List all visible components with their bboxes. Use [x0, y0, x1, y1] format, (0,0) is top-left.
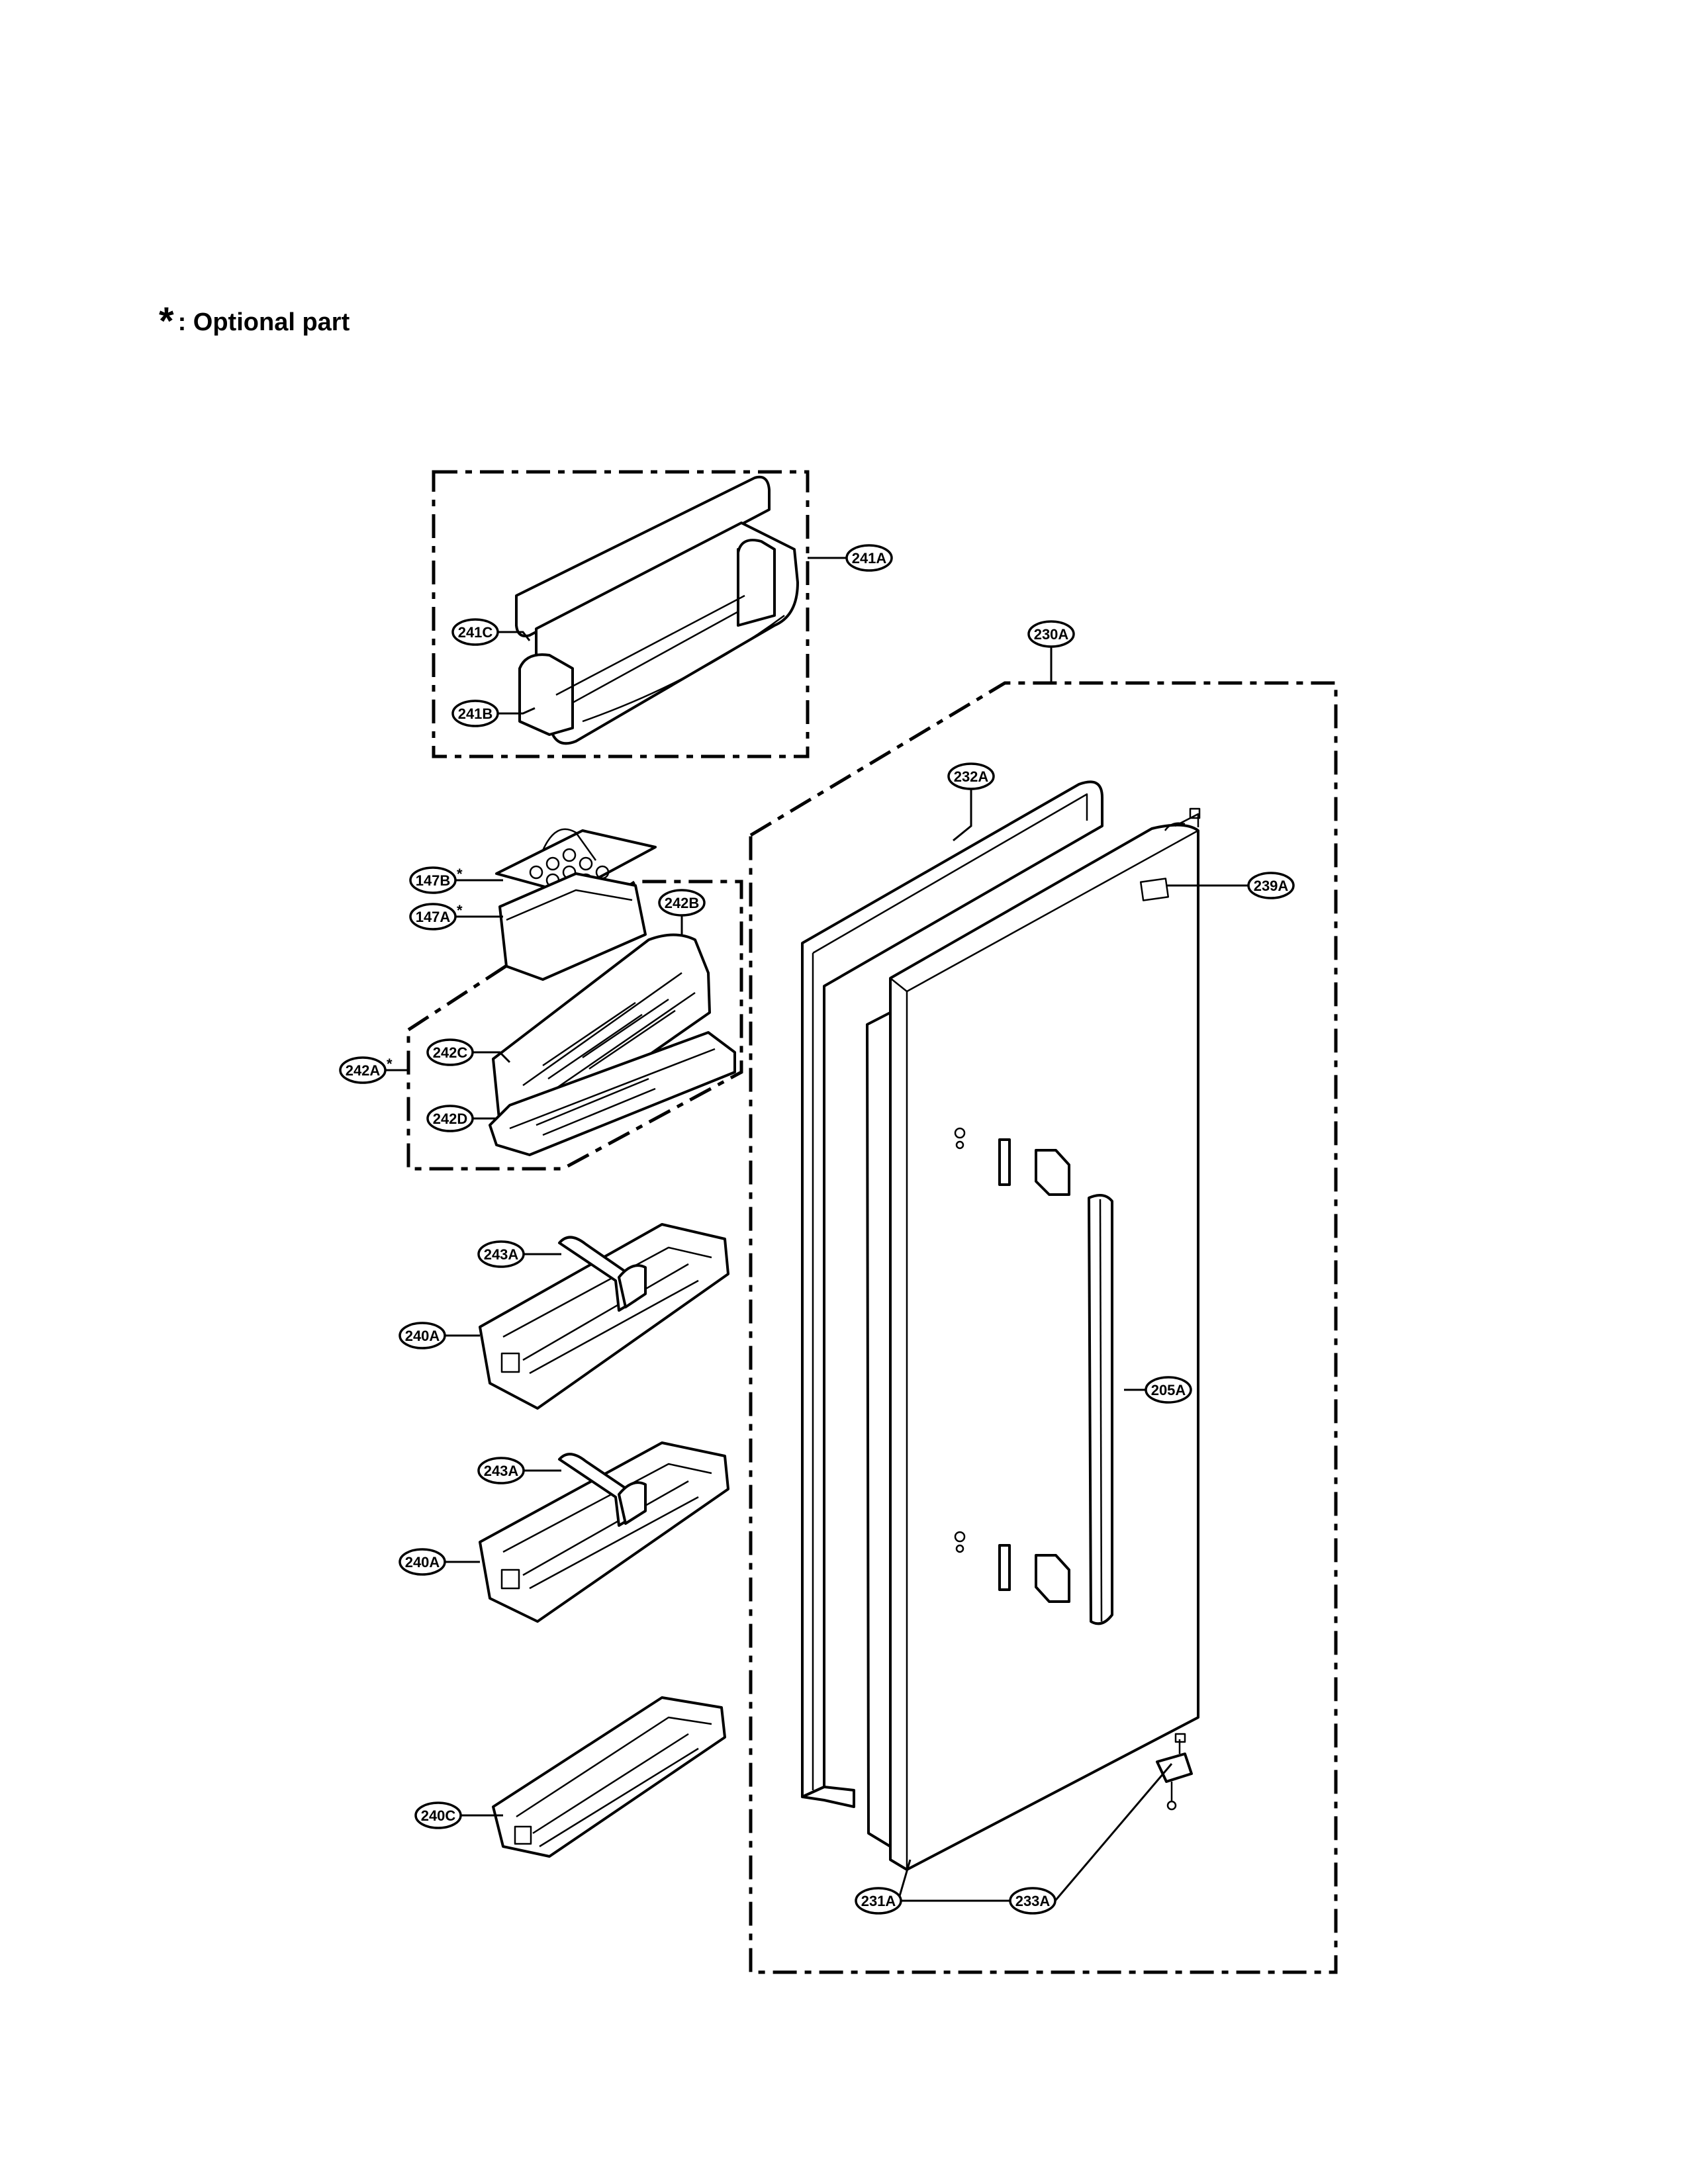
leader-lines: [385, 557, 1248, 1908]
optional-asterisk: *: [457, 866, 463, 882]
callout-205a: 205A: [1145, 1376, 1192, 1404]
callout-labels: 241A 241C 241B 230A 232A 239A 147B * 147A * 242B 24…: [339, 544, 1295, 1915]
door-bin-240C: [492, 1696, 726, 1858]
callout-241c: 241C: [451, 618, 499, 646]
callout-text: 242B: [665, 895, 700, 911]
callout-240a: 240A: [399, 1548, 446, 1576]
callout-230a: 230A: [1027, 620, 1075, 648]
callout-text: 240C: [421, 1807, 456, 1824]
callout-text: 241C: [458, 624, 493, 641]
door-bin-241A: [515, 475, 799, 745]
callout-text: 147B: [416, 872, 451, 889]
callout-text: 240A: [405, 1328, 440, 1344]
bin-147A: [498, 872, 647, 981]
callout-243a: 243A: [477, 1240, 525, 1268]
callout-231a: 231A: [855, 1887, 902, 1915]
callout-text: 240A: [405, 1554, 440, 1570]
callout-147a: 147A *: [409, 902, 463, 931]
callout-240a: 240A: [399, 1322, 446, 1349]
gasket-232A: [801, 780, 1103, 1808]
callout-text: 239A: [1254, 878, 1289, 894]
callout-text: 243A: [484, 1463, 519, 1479]
group-box-230A: [749, 681, 1338, 1974]
door-bin-240A-upper: [479, 1223, 729, 1410]
bin-242D: [489, 1031, 736, 1156]
callout-240c: 240C: [414, 1801, 462, 1829]
callout-239a: 239A: [1247, 872, 1295, 899]
legend-text: : Optional part: [177, 308, 350, 336]
bin-242C: [492, 933, 711, 1140]
group-box-241A: [432, 470, 810, 758]
callout-text: 241B: [458, 705, 493, 722]
callout-242c: 242C: [426, 1038, 474, 1066]
callout-text: 147A: [416, 909, 451, 925]
egg-tray-147B: [495, 828, 657, 895]
asterisk-symbol: *: [159, 300, 174, 343]
callout-242b: 242B: [658, 889, 706, 917]
bracket-243A-lower: [558, 1453, 647, 1527]
callout-233a: 233A: [1009, 1887, 1056, 1915]
optional-asterisk: *: [457, 902, 463, 919]
callout-232a: 232A: [947, 762, 995, 790]
callout-241a: 241A: [845, 544, 893, 572]
callout-243a: 243A: [477, 1457, 525, 1484]
callout-text: 242A: [346, 1062, 381, 1079]
callout-text: 231A: [861, 1893, 896, 1909]
callout-text: 205A: [1151, 1382, 1186, 1398]
group-box-242A: [406, 880, 743, 1171]
callout-147b: 147B *: [409, 866, 463, 894]
callout-text: 242C: [433, 1044, 468, 1061]
callout-text: 230A: [1034, 626, 1069, 643]
callout-text: 233A: [1015, 1893, 1051, 1909]
door-bin-240A-lower: [479, 1441, 729, 1623]
optional-asterisk: *: [387, 1056, 393, 1072]
bracket-243A-upper: [558, 1236, 647, 1312]
door-panel-231A: [866, 807, 1201, 1871]
callout-text: 243A: [484, 1246, 519, 1263]
callout-text: 242D: [433, 1111, 468, 1127]
callout-242d: 242D: [426, 1105, 474, 1132]
callout-text: 232A: [954, 768, 989, 785]
callout-242a: 242A *: [339, 1056, 393, 1084]
callout-241b: 241B: [451, 700, 499, 727]
hinge-233A: [1156, 1733, 1193, 1811]
optional-part-legend: *: Optional part: [159, 299, 350, 343]
handle-205A: [954, 1127, 1113, 1625]
callout-text: 241A: [852, 550, 887, 567]
